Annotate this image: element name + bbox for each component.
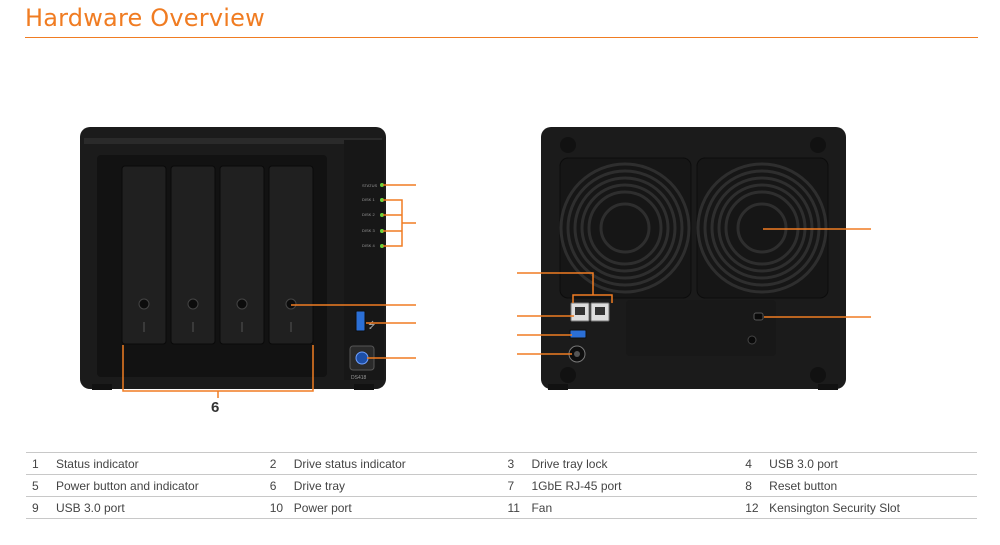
reset-button (747, 335, 757, 345)
component-label: USB 3.0 port (55, 496, 264, 519)
callout-lan-stem (517, 272, 594, 295)
component-number: 6 (263, 474, 294, 497)
drive-tray-3 (219, 165, 265, 345)
component-number: 4 (739, 452, 770, 475)
rear-usb-port (569, 329, 587, 339)
rear-callouts (517, 228, 871, 355)
front-model-label: DS418 (351, 375, 367, 381)
callout-number-6: 6 (211, 399, 220, 416)
rear-screw-br (810, 367, 826, 383)
component-label: Status indicator (55, 452, 264, 475)
component-number: 10 (263, 496, 294, 519)
lan-port-1-socket (575, 307, 585, 315)
rear-view (541, 127, 846, 390)
component-number: 8 (739, 474, 770, 497)
led-label-disk2: DISK 2 (362, 212, 375, 217)
component-number: 12 (739, 496, 770, 519)
front-foot-right (354, 384, 374, 390)
disk4-led (380, 244, 384, 248)
power-port-pin (574, 351, 580, 357)
front-foot-left (92, 384, 112, 390)
component-label: Fan (531, 496, 740, 519)
fan-right (696, 157, 829, 299)
drive-tray-lock-3 (236, 298, 248, 310)
rear-screw-bl (560, 367, 576, 383)
component-label: Power port (293, 496, 502, 519)
component-label: Drive tray (293, 474, 502, 497)
table-row: 9 USB 3.0 port 10 Power port 11 Fan 12 K… (26, 496, 977, 519)
drive-tray-lock-2 (187, 298, 199, 310)
kensington-slot (753, 312, 764, 321)
disk3-led (380, 229, 384, 233)
disk2-led (380, 213, 384, 217)
component-number: 1 (26, 452, 56, 475)
component-legend-table: 1 Status indicator 2 Drive status indica… (26, 452, 977, 519)
front-right-panel (344, 140, 384, 380)
disk1-led (380, 198, 384, 202)
rear-screw-tl (560, 137, 576, 153)
component-label: Drive tray lock (531, 452, 740, 475)
rear-lower-panel (626, 300, 776, 356)
status-led (380, 183, 384, 187)
drive-tray-2 (170, 165, 216, 345)
front-callouts (122, 184, 416, 398)
fan-left (559, 157, 692, 299)
component-label: 1GbE RJ-45 port (531, 474, 740, 497)
drive-tray-1 (121, 165, 167, 345)
component-number: 2 (263, 452, 294, 475)
component-label: Drive status indicator (293, 452, 502, 475)
table-row: 1 Status indicator 2 Drive status indica… (26, 452, 977, 475)
front-usb-port (355, 310, 366, 332)
component-number: 3 (501, 452, 532, 475)
title-divider (25, 37, 978, 38)
callout-lan-bracket (572, 294, 613, 303)
front-top-edge (84, 138, 382, 144)
component-number: 7 (501, 474, 532, 497)
power-icon (355, 351, 369, 365)
component-label: Power button and indicator (55, 474, 264, 497)
lan-port-2-socket (595, 307, 605, 315)
drive-tray-4 (268, 165, 314, 345)
component-label: Reset button (769, 474, 977, 497)
rear-foot-left (548, 384, 568, 390)
component-label: USB 3.0 port (769, 452, 977, 475)
component-number: 9 (26, 496, 56, 519)
drive-tray-lock-4 (285, 298, 297, 310)
led-label-status: STATUS (362, 183, 378, 188)
drive-tray-lock-1 (138, 298, 150, 310)
page-title: Hardware Overview (25, 4, 265, 32)
component-label: Kensington Security Slot (769, 496, 977, 519)
component-number: 5 (26, 474, 56, 497)
led-label-disk1: DISK 1 (362, 197, 375, 202)
usb-icon: ⭍ (368, 320, 376, 331)
component-number: 11 (501, 496, 532, 519)
front-view: STATUS DISK 1 DISK 2 DISK 3 DISK 4 ⭍ DS4… (80, 127, 386, 390)
led-label-disk4: DISK 4 (362, 243, 375, 248)
led-label-disk3: DISK 3 (362, 228, 375, 233)
rear-foot-right (818, 384, 838, 390)
rear-screw-tr (810, 137, 826, 153)
table-row: 5 Power button and indicator 6 Drive tra… (26, 474, 977, 497)
